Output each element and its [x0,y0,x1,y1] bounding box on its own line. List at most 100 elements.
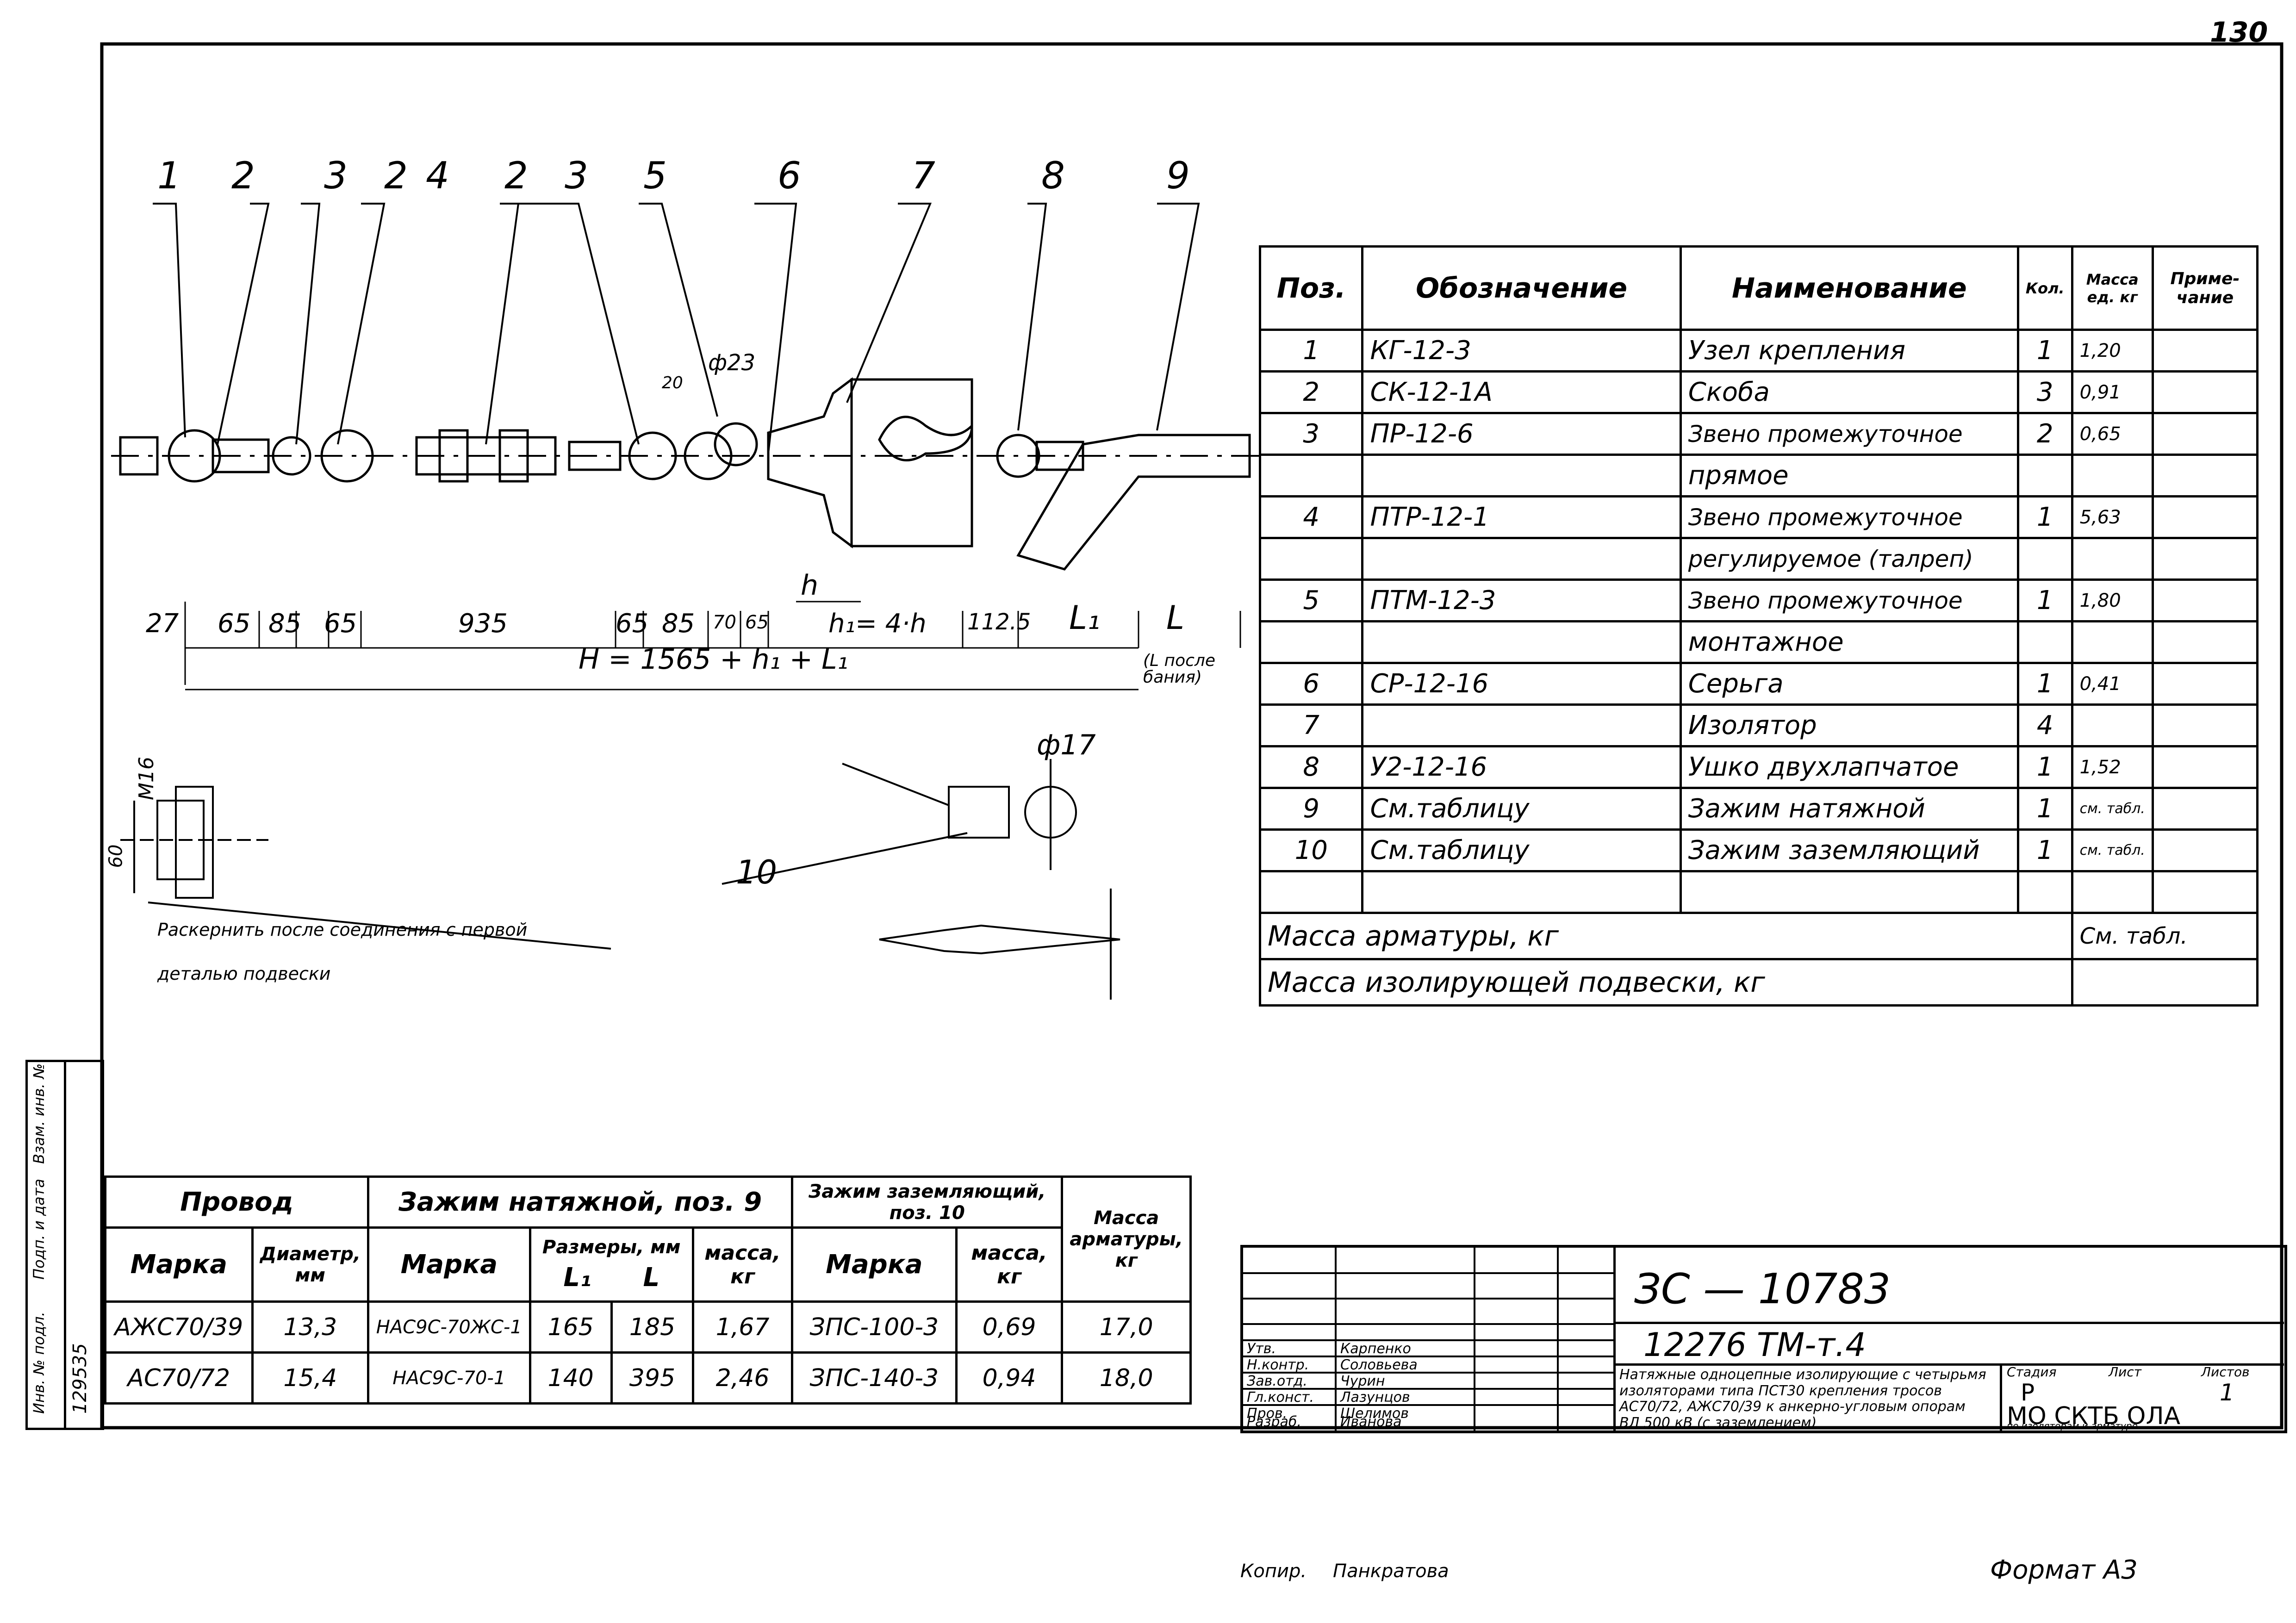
dim-70: 70 [713,612,736,633]
spec-h-note: Приме- чание [2151,245,2259,331]
spec-pos: 5 [1258,578,1364,622]
spec-note [2151,870,2259,914]
name-approved: Карпенко [1340,1341,1411,1357]
spec-designation [1361,703,1682,747]
clamp-L1: 165 [529,1300,613,1354]
wires-h-massa: масса, кг [692,1226,794,1303]
spec-row: прямое [1258,454,2259,497]
spec-table: Поз. Обозначение Наименование Кол. Масса… [1258,245,2259,1007]
spec-designation: ПТМ-12-3 [1361,578,1682,622]
spec-designation: ПР-12-6 [1361,412,1682,456]
spec-qty: 1 [2016,329,2073,373]
spec-designation: См.таблицу [1361,787,1682,831]
format-label: Формат А3 [1990,1555,2138,1585]
sheets-value: 1 [2220,1379,2234,1406]
spec-note [2151,703,2259,747]
spec-name: Изолятор [1679,703,2019,747]
callout-2c: 2 [504,154,528,197]
spec-designation: См.таблицу [1361,828,1682,872]
spec-mass: 1,80 [2071,578,2154,622]
wires-row: АС70/72 15,4 НАС9С-70-1 140 395 2,46 ЗПС… [104,1351,1192,1405]
spec-qty: 1 [2016,578,2073,622]
wires-row: АЖС70/39 13,3 НАС9С-70ЖС-1 165 185 1,67 … [104,1300,1192,1354]
role-checked: Пров. [1247,1405,1288,1422]
spec-qty: 1 [2016,828,2073,872]
spec-note [2151,578,2259,622]
code2-cell: 12276 ТМ-т.4 [1616,1322,2284,1366]
spec-mass: см. табл. [2071,828,2154,872]
role-norm-control: Н.контр. [1247,1357,1309,1373]
spec-note [2151,662,2259,706]
side-stamp-sign: Подп. и дата [30,1179,48,1280]
callout-5: 5 [643,154,667,197]
clamp-marka: НАС9С-70-1 [367,1351,531,1405]
spec-name: Зажим заземляющий [1679,828,2019,872]
spec-name: Скоба [1679,370,2019,414]
spec-mass [2071,703,2154,747]
stage-block: Стадия Лист Листов Р 1 МО СКТБ ОЛА по из… [2000,1363,2286,1430]
spec-mass: 0,41 [2071,662,2154,706]
spec-name: Ушко двухлапчатое [1679,745,2019,789]
dim-L1: L₁ [1069,599,1101,637]
spec-qty [2016,870,2073,914]
spec-qty: 2 [2016,412,2073,456]
name-head-dept: Чурин [1340,1373,1385,1389]
name-chief-designer: Лазунцов [1340,1389,1410,1405]
wires-h-clamp: Зажим натяжной, поз. 9 [367,1175,794,1229]
wires-h-sizes: Размеры, мм L₁ L [529,1226,695,1303]
spec-designation [1361,537,1682,581]
mass-armature-value: См. табл. [2071,912,2259,960]
frame-border [100,42,2284,1430]
spec-qty: 1 [2016,787,2073,831]
callout-7: 7 [912,154,935,197]
wire-marka: АЖС70/39 [104,1300,254,1354]
clamp-mass: 1,67 [692,1300,794,1354]
spec-pos: 10 [1258,828,1364,872]
callout-8: 8 [1041,154,1065,197]
callout-2: 2 [231,154,255,197]
dim-85a: 85 [268,609,302,639]
wires-h-mass: Масса арматуры, кг [1061,1175,1192,1303]
clamp-L: 395 [610,1351,695,1405]
spec-row: регулируемое (талреп) [1258,537,2259,581]
dim-935: 935 [458,609,508,639]
spec-pos: 2 [1258,370,1364,414]
spec-pos [1258,537,1364,581]
armature-mass: 17,0 [1061,1300,1192,1354]
wires-h-sizes-label: Размеры, мм [542,1237,681,1258]
detail-lug-drawing [722,759,1120,1000]
name-checked: Шелимов [1340,1405,1409,1422]
dim-65c: 65 [616,609,649,639]
wires-h-marka3: Марка [791,1226,958,1303]
name-developed: Иванова [1340,1414,1402,1430]
copied-label: Копир. [1240,1561,1307,1582]
spec-qty: 1 [2016,662,2073,706]
spec-note [2151,828,2259,872]
wires-h-marka2: Марка [367,1226,531,1303]
wire-diam: 13,3 [251,1300,370,1354]
wires-h-wire: Провод [104,1175,370,1229]
spec-pos [1258,454,1364,497]
spec-designation [1361,620,1682,664]
dim-M16: М16 [134,757,158,800]
spec-name: Звено промежуточное [1679,495,2019,539]
dim-60: 60 [105,844,127,868]
spec-h-qty: Кол. [2016,245,2073,331]
dim-phi23: ф23 [708,350,756,376]
org-name: МО СКТБ ОЛА [2007,1402,2181,1430]
spec-qty: 1 [2016,745,2073,789]
name-norm-control: Соловьева [1340,1357,1418,1373]
wires-h-marka: Марка [104,1226,254,1303]
spec-name: Серьга [1679,662,2019,706]
spec-qty [2016,454,2073,497]
spec-designation: ПТР-12-1 [1361,495,1682,539]
dim-65d: 65 [745,612,769,633]
dim-20: 20 [662,373,683,392]
dimension-lines [184,601,1241,690]
sheet-header: Лист [2109,1364,2141,1380]
ground-mass: 0,94 [955,1351,1064,1405]
chain-components [119,377,1251,571]
